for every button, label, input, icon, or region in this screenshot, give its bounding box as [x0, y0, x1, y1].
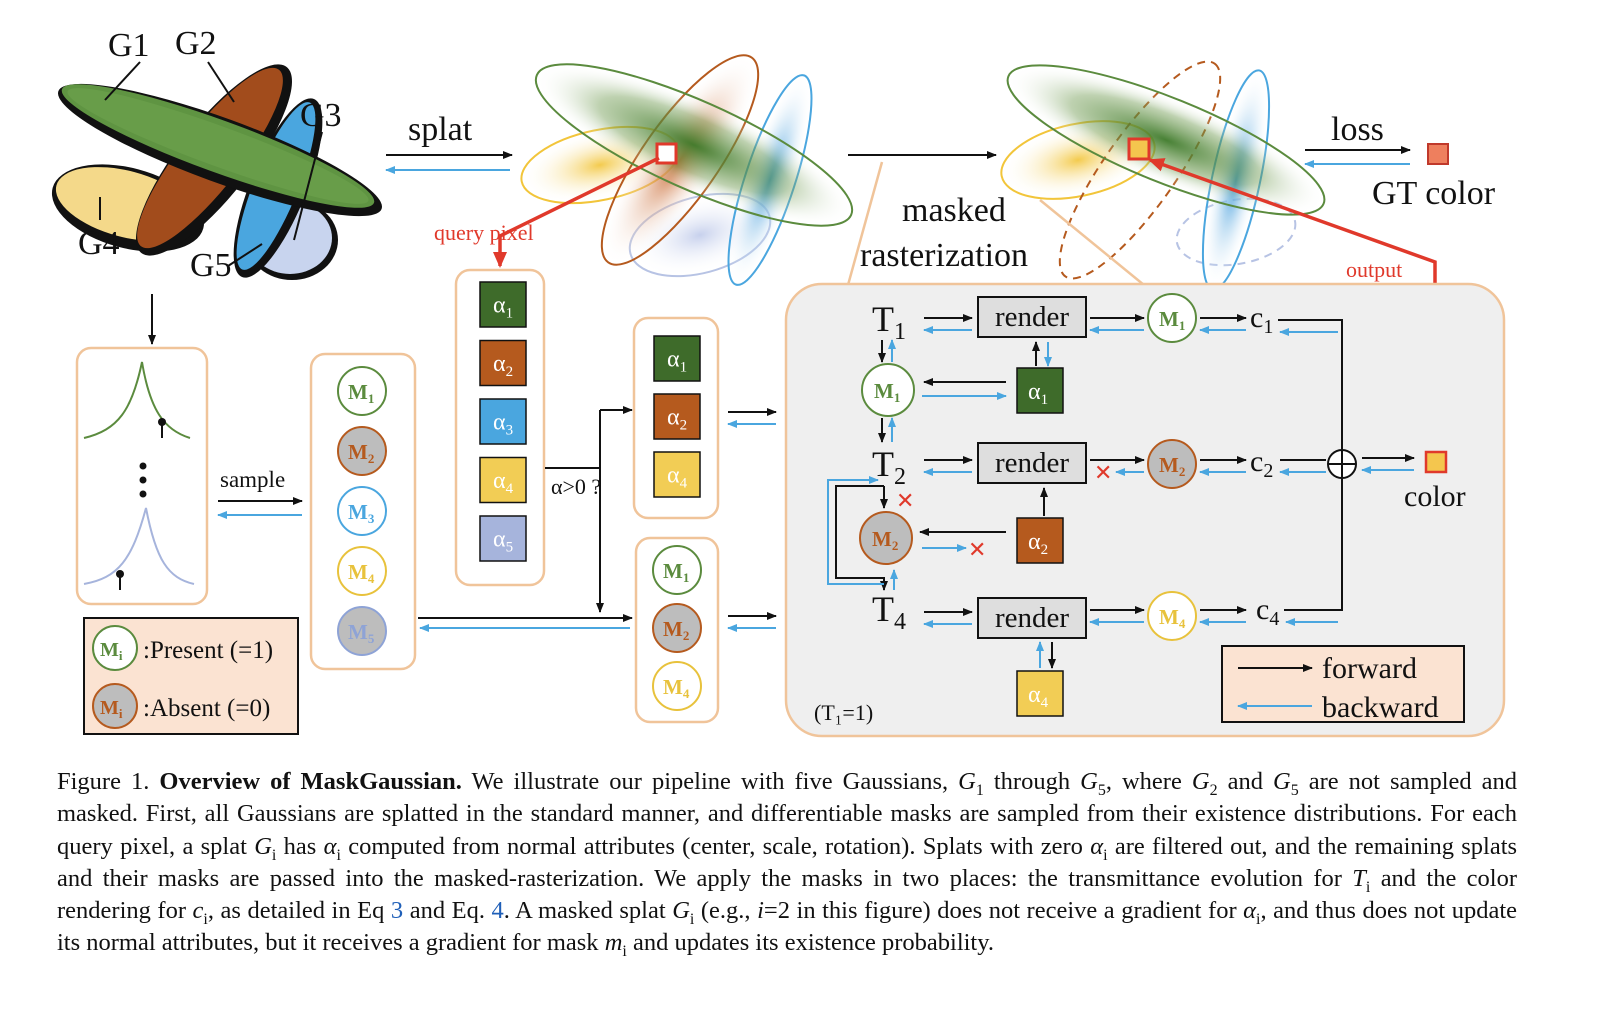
- t1-label: T1: [872, 299, 906, 345]
- mask-circle-5: M5: [337, 606, 387, 656]
- legend-absent-circle: [92, 683, 138, 729]
- filtered-alpha-box-4: α4: [653, 451, 701, 498]
- eq3-link[interactable]: 3: [390, 897, 404, 925]
- alpha-box-1: α1: [479, 281, 527, 328]
- rasterization-label: rasterization: [860, 237, 1028, 274]
- gt-color-square: [1427, 143, 1449, 165]
- rendered-pixel: [1127, 137, 1151, 161]
- distribution-sample-dot-2: [116, 570, 124, 578]
- query-pixel-arrow: [493, 156, 660, 268]
- alpha-box-4: α4: [479, 456, 527, 504]
- sample-label: sample: [220, 467, 285, 492]
- svg-text:M4: M4: [348, 560, 375, 586]
- raster-alpha-2: α2: [1016, 517, 1064, 564]
- c1-label: c1: [1250, 301, 1273, 338]
- figure-caption: Figure 1. Overview of MaskGaussian. We i…: [57, 768, 1518, 961]
- gt-color-label: GT color: [1372, 175, 1496, 212]
- c2-label: c2: [1250, 445, 1273, 482]
- funnel-right: [1039, 199, 1145, 286]
- label-g1: G1: [108, 27, 150, 64]
- forward-label: forward: [1322, 652, 1417, 685]
- blocked-x-1: ✕: [896, 488, 914, 513]
- filtered-alpha-box-2: α2: [653, 393, 701, 440]
- svg-text:render: render: [995, 447, 1069, 479]
- ellipsis-dot-2: [139, 476, 147, 484]
- svg-text:Mi: Mi: [100, 697, 123, 721]
- caption-label: Figure 1.: [57, 768, 150, 795]
- pipeline-figure: G1 G2 G3 G4 G5 splat query pixel: [51, 25, 1506, 738]
- filtered-alpha-column: α1 α2 α4: [653, 335, 701, 498]
- color-contribution-labels: c1 c2 c4: [1250, 301, 1279, 630]
- raster-alpha-1: α1: [1016, 367, 1064, 414]
- splatted-gaussians: [520, 54, 854, 286]
- t4-label: T4: [872, 589, 906, 635]
- t1-note: (T₁=1): [814, 700, 873, 725]
- raster-alpha-4: α4: [1016, 670, 1064, 717]
- distribution-sample-dot-1: [158, 418, 166, 426]
- blocked-x-2: ✕: [1094, 460, 1112, 485]
- legend-absent-label: :Absent (=0): [143, 695, 270, 722]
- ellipsis-dot-3: [139, 490, 147, 498]
- query-pixel: [655, 142, 678, 165]
- splat-label: splat: [408, 111, 473, 148]
- t2-label: T2: [872, 444, 906, 490]
- c4-label: c4: [1256, 593, 1279, 630]
- blocked-x-3: ✕: [968, 537, 986, 562]
- arrow-legend-box: [1221, 645, 1465, 723]
- legend-present-label: :Present (=1): [143, 637, 273, 664]
- loss-label: loss: [1331, 111, 1384, 148]
- render-box-2: render: [977, 442, 1087, 484]
- svg-text:render: render: [995, 602, 1069, 634]
- funnel-left: [846, 161, 884, 286]
- alpha-box-5: α5: [479, 515, 527, 562]
- gaussian-labels: G1 G2 G3 G4 G5: [78, 25, 342, 284]
- alpha-box-3: α3: [479, 398, 527, 445]
- color-label: color: [1404, 480, 1466, 513]
- eq4-link[interactable]: 4: [491, 897, 504, 925]
- masked-label: masked: [902, 192, 1006, 229]
- query-pixel-label: query pixel: [434, 220, 534, 245]
- gaussian-ellipsoids: [51, 64, 382, 280]
- raster-mask-m2-a: M2: [1147, 439, 1197, 489]
- raster-mask-m4: M4: [1147, 591, 1197, 641]
- filtered-mask-circle-4: M4: [652, 661, 702, 711]
- distribution-panel: [75, 346, 209, 606]
- mask-circle-1: M1: [337, 366, 387, 416]
- caption-title: Overview of MaskGaussian.: [159, 768, 462, 795]
- filtered-mask-circle-1: M1: [652, 545, 702, 595]
- label-g5: G5: [190, 247, 232, 284]
- filter-label: α>0 ?: [551, 474, 601, 499]
- svg-text:M2: M2: [663, 617, 689, 643]
- alpha-column: α1 α2 α3 α4 α5: [479, 281, 527, 562]
- filtered-mask-circle-2: M2: [652, 603, 702, 653]
- render-box-1: render: [977, 296, 1087, 338]
- ellipsis-dot-1: [139, 462, 147, 470]
- label-g2: G2: [175, 25, 217, 62]
- mask-circle-4: M4: [337, 546, 387, 596]
- alpha-box-2: α2: [479, 339, 527, 387]
- raster-mask-m1-b: M1: [861, 363, 915, 417]
- backward-label: backward: [1322, 691, 1439, 724]
- distribution-curve-green: [83, 361, 191, 439]
- mask-circle-2: M2: [337, 426, 387, 476]
- raster-mask-m1-a: M1: [1147, 293, 1197, 343]
- output-color-square: [1424, 450, 1448, 474]
- render-box-4: render: [977, 597, 1087, 639]
- output-label: output: [1346, 257, 1402, 282]
- svg-text:render: render: [995, 301, 1069, 333]
- rendered-gaussians: [1000, 60, 1326, 291]
- label-g3: G3: [300, 97, 342, 134]
- transmittance-labels: T1 T2 T4: [872, 299, 906, 635]
- raster-mask-m2-b: M2: [859, 511, 913, 565]
- sum-icon: [1327, 449, 1357, 479]
- distribution-curve-lavender: [83, 507, 195, 585]
- legend-present-circle: [92, 625, 138, 671]
- filtered-alpha-box-1: α1: [653, 335, 701, 382]
- label-g4: G4: [78, 225, 120, 262]
- mask-circle-3: M3: [337, 486, 387, 536]
- svg-text:Mi: Mi: [100, 639, 123, 663]
- gaussian-leader-lines: [99, 61, 323, 267]
